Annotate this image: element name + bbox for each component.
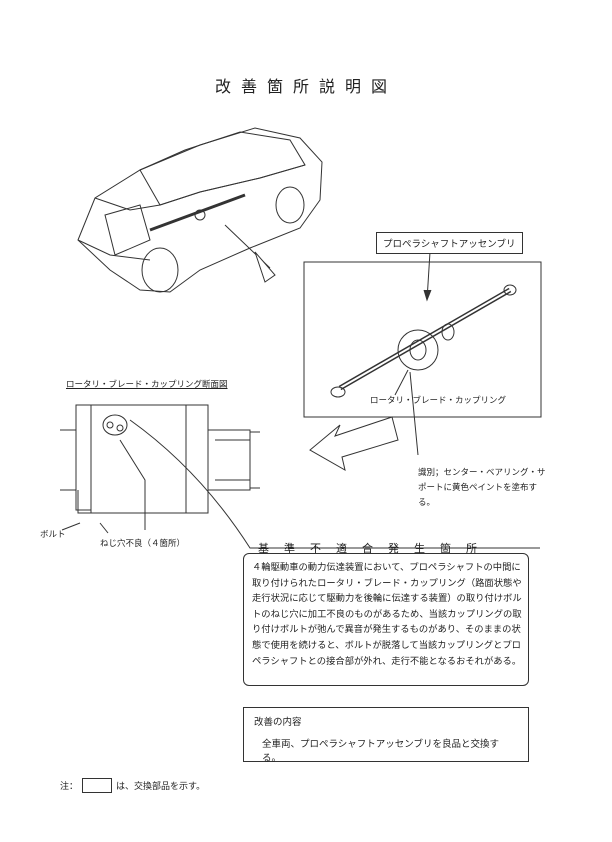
car-illustration xyxy=(77,127,323,293)
legend-note: 注： は、交換部品を示す。 xyxy=(60,778,205,793)
bolt-label: ボルト xyxy=(40,530,66,540)
thread-hole-label: ねじ穴不良（４箇所） xyxy=(100,539,186,549)
identification-note: 識別；センター・ベアリング・サポートに黄色ペイントを塗布する。 xyxy=(418,468,546,508)
coupling-label: ロータリ・ブレード・カップリング xyxy=(370,396,507,406)
shaft-detail-box xyxy=(303,251,542,456)
remedy-box: 改善の内容 全車両、プロペラシャフトアッセンブリを良品と交換する。 xyxy=(243,707,529,764)
remedy-heading: 改善の内容 xyxy=(254,717,302,728)
defect-description: ４輪駆動車の動力伝達装置において、プロペラシャフトの中間に取り付けられたロータリ… xyxy=(243,553,529,686)
note-prefix: 注： xyxy=(60,782,79,792)
section-title: ロータリ・ブレード・カップリング断面図 xyxy=(66,380,228,390)
assembly-label: プロペラシャフトアッセンブリ xyxy=(376,232,523,254)
defect-heading: 基準不適合発生箇所 xyxy=(258,542,492,555)
note-suffix: は、交換部品を示す。 xyxy=(116,782,206,792)
pointer-arrow xyxy=(309,416,399,472)
cross-section-drawing xyxy=(60,404,540,549)
page-title: 改善箇所説明図 xyxy=(214,77,397,96)
replacement-part-swatch xyxy=(82,778,113,793)
remedy-body: 全車両、プロペラシャフトアッセンブリを良品と交換する。 xyxy=(262,739,500,764)
